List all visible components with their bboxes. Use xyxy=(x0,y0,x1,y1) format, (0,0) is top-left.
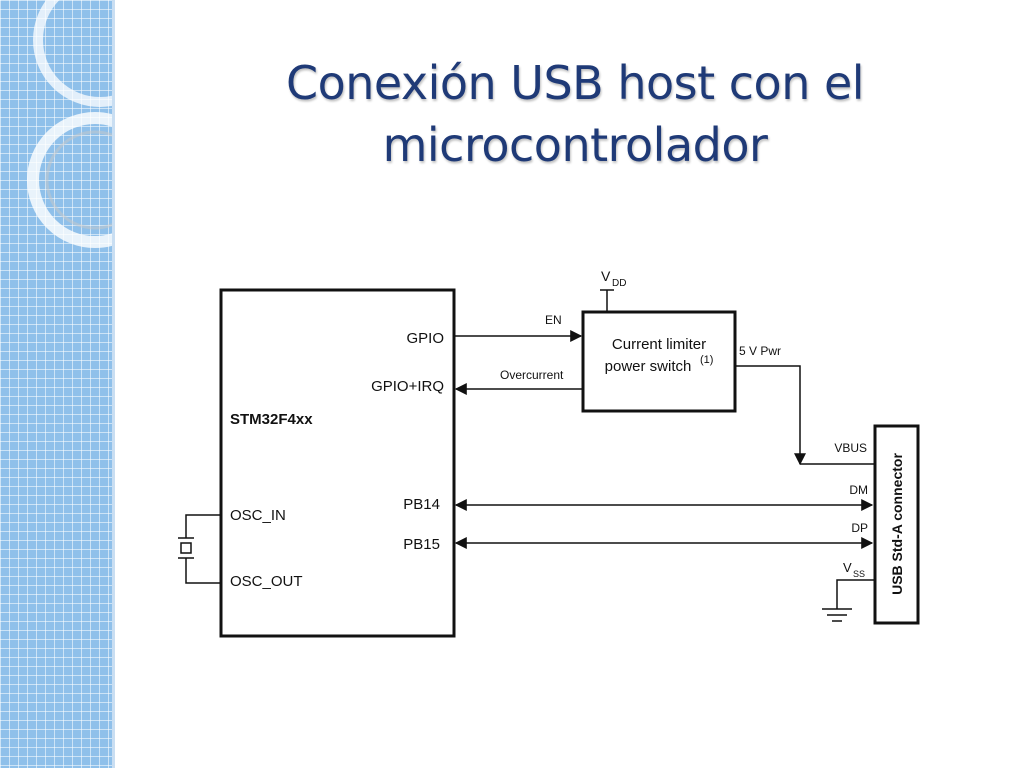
usb-connector xyxy=(873,424,920,625)
pin-gpio-irq: GPIO+IRQ xyxy=(371,378,444,395)
vss-subscript: SS xyxy=(853,569,865,579)
slide-title: Conexión USB host con el microcontrolado… xyxy=(200,52,950,176)
overcurrent-label: Overcurrent xyxy=(500,368,564,382)
pin-gpio: GPIO xyxy=(406,330,444,347)
mcu-block xyxy=(219,288,456,638)
dm-label: DM xyxy=(849,483,868,497)
vss-label: V xyxy=(843,560,852,575)
pin-osc-out: OSC_OUT xyxy=(230,573,303,590)
switch-label-line-2: power switch xyxy=(605,358,692,375)
crystal-oscillator xyxy=(178,514,221,584)
pin-pb15: PB15 xyxy=(403,536,440,553)
slide-title-line-2: microcontrolador xyxy=(382,118,768,172)
power-line xyxy=(735,365,806,466)
vss-ground xyxy=(822,579,874,622)
decorative-sidebar xyxy=(0,0,112,768)
mcu-name: STM32F4xx xyxy=(230,411,313,428)
vdd-label: V xyxy=(601,268,611,284)
sidebar-divider xyxy=(112,0,115,768)
slide-title-line-1: Conexión USB host con el xyxy=(285,56,865,110)
pin-osc-in: OSC_IN xyxy=(230,507,286,524)
en-label: EN xyxy=(545,313,562,327)
current-limiter-switch xyxy=(581,310,737,413)
vdd-subscript: DD xyxy=(612,278,626,289)
dp-label: DP xyxy=(851,521,868,535)
power-label: 5 V Pwr xyxy=(739,344,781,358)
sidebar-rings xyxy=(27,0,112,248)
usb-connector-label: USB Std-A connector xyxy=(889,453,905,595)
switch-footnote: (1) xyxy=(700,354,713,366)
switch-label-line-1: Current limiter xyxy=(612,336,706,353)
vdd-supply: V DD xyxy=(600,268,626,312)
pin-pb14: PB14 xyxy=(403,496,440,513)
vbus-label: VBUS xyxy=(834,441,867,455)
